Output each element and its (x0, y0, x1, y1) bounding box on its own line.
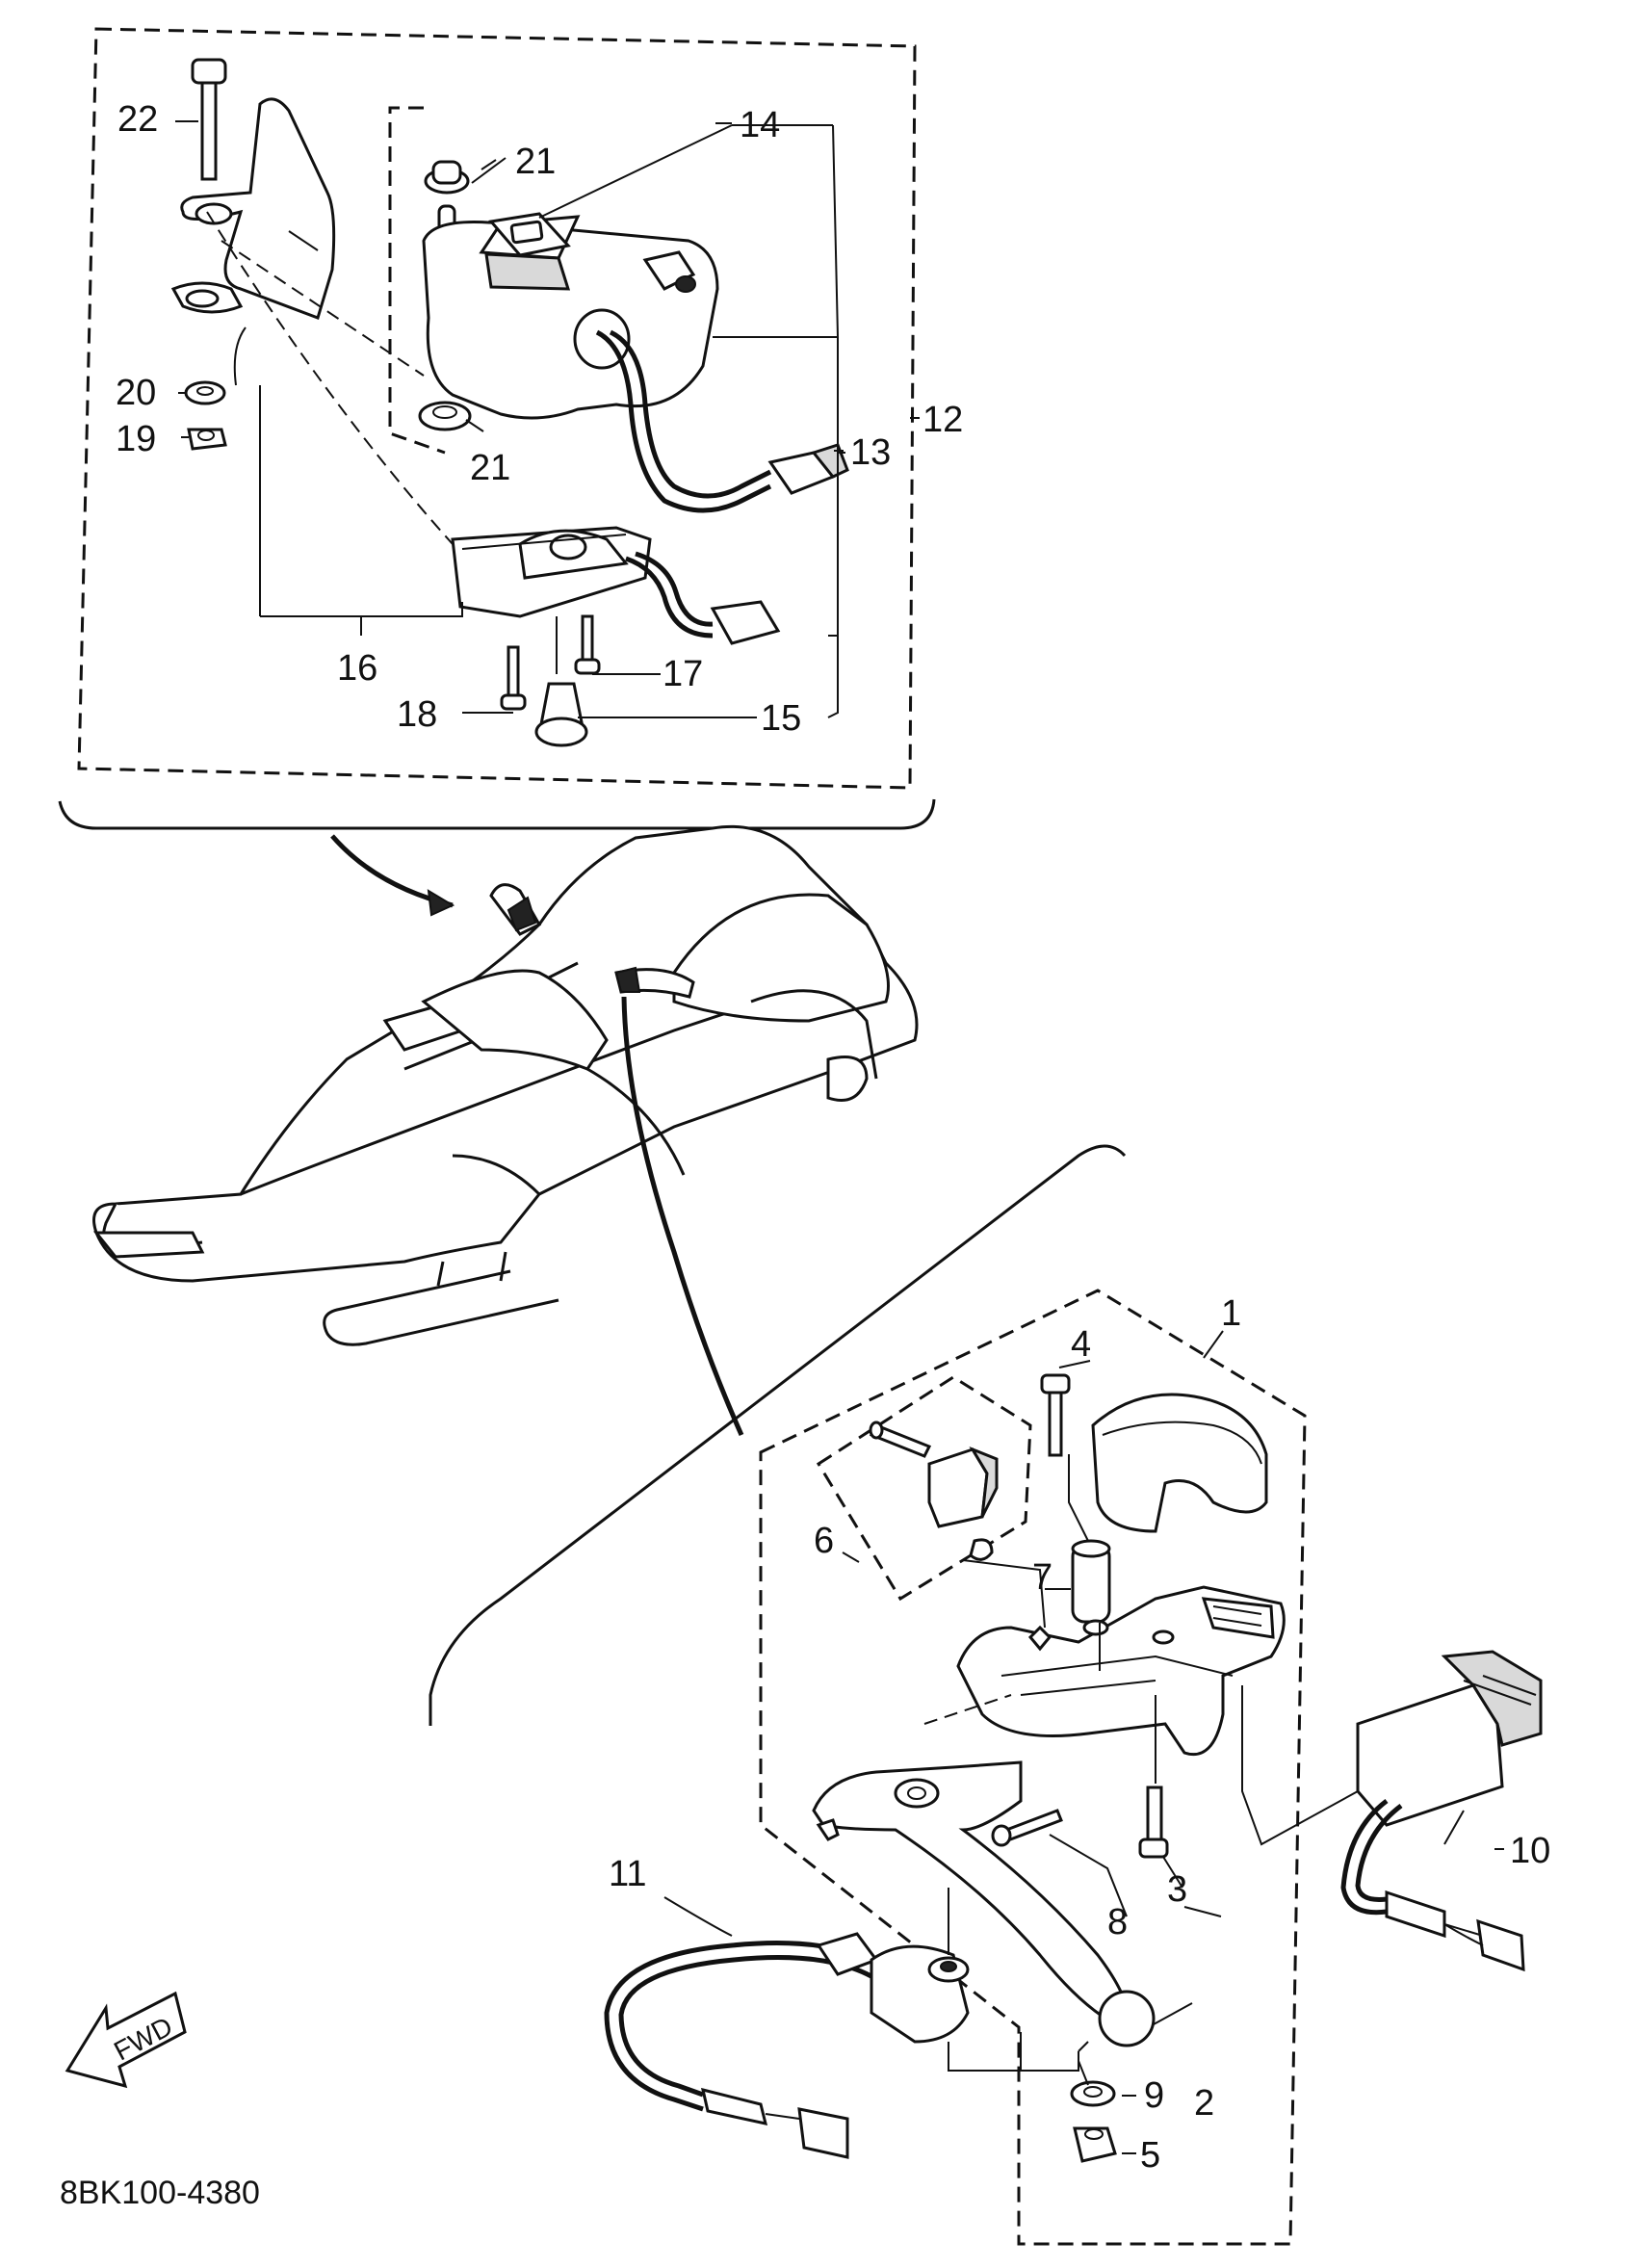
callout-5: 5 (1140, 2135, 1160, 2176)
callout-9: 9 (1144, 2075, 1164, 2116)
callout-dashes (481, 122, 1504, 1850)
callout-15: 15 (761, 698, 801, 739)
callout-21-bottom: 21 (470, 448, 510, 488)
assembly-12-boundary (77, 27, 917, 790)
callout-4: 4 (1071, 1324, 1091, 1365)
part-7-collar (1071, 1539, 1111, 1624)
callout-3: 3 (1167, 1869, 1187, 1910)
callout-10: 10 (1510, 1831, 1550, 1871)
lever-cover (1091, 1393, 1268, 1533)
fwd-arrow-icon: FWD (65, 1991, 187, 2089)
part-14-switch-housing (422, 212, 719, 420)
callout-17: 17 (663, 654, 703, 694)
inset-top-panel (58, 27, 936, 830)
part-2-brake-lever (812, 1760, 1156, 2047)
snowmobile-overview (92, 824, 919, 1346)
part-20-washer (184, 380, 226, 405)
part-18-screw (500, 645, 527, 711)
section-divider (429, 1144, 1127, 1726)
part-3-screw (1138, 1786, 1169, 1859)
callout-7: 7 (1032, 1557, 1052, 1598)
callout-20: 20 (116, 373, 156, 413)
catalog-code: 8BK100-4380 (60, 2175, 260, 2211)
callout-22: 22 (117, 99, 158, 140)
part-9-washer (1070, 2080, 1116, 2107)
part-16-switch-base (451, 526, 781, 645)
part-10-stop-switch (1340, 1650, 1543, 1972)
callout-16: 16 (337, 648, 377, 689)
callout-11: 11 (609, 1854, 646, 1894)
part-4-bolt (1040, 1373, 1071, 1457)
callout-13: 13 (850, 432, 891, 473)
callout-2: 2 (1194, 2083, 1214, 2124)
callout-6: 6 (814, 1521, 834, 1561)
callout-1: 1 (1221, 1293, 1241, 1334)
part-8-screw (991, 1809, 1063, 1847)
callout-labels: 22 21 14 20 19 21 13 12 16 17 18 15 1 4 … (116, 99, 1550, 2176)
part-15-grommet (534, 616, 588, 747)
part-19-nut (187, 428, 227, 451)
part-21-grommet-bottom (418, 401, 472, 431)
callout-12: 12 (922, 400, 963, 440)
part-11-cable-switch (604, 1932, 970, 2159)
callout-19: 19 (116, 419, 156, 459)
part-22-bolt (191, 58, 227, 181)
part-5-nut (1073, 2126, 1117, 2163)
assembly-1-boundary (759, 1289, 1307, 2246)
top-inset-leaders (175, 120, 845, 718)
bottom-assembly-leaders (663, 1330, 1465, 2154)
part-13-wire-harness (595, 329, 849, 513)
part-17-screw (574, 614, 601, 675)
callout-18: 18 (397, 694, 437, 735)
lever-holder (956, 1585, 1286, 1756)
callout-14: 14 (740, 105, 780, 145)
pointer-lines (330, 834, 744, 1437)
callout-21-top: 21 (515, 142, 556, 182)
callout-8: 8 (1107, 1902, 1128, 1942)
mount-bracket (170, 97, 336, 386)
part-6-switch-assembly (816, 1375, 1032, 1602)
